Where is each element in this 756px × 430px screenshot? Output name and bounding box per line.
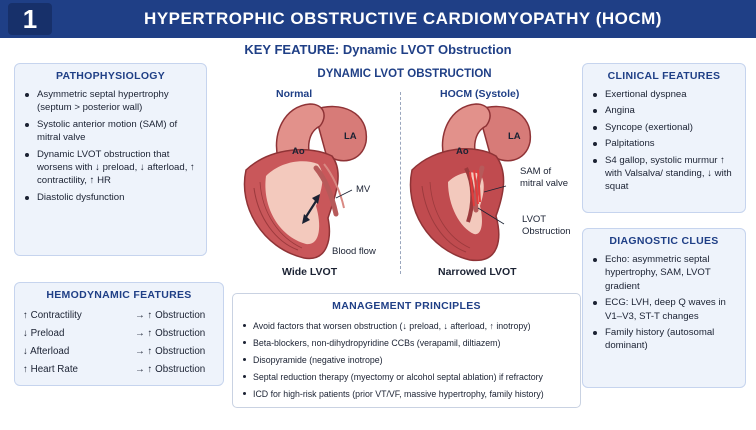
- list-item: Asymmetric septal hypertrophy (septum > …: [25, 88, 198, 115]
- hocm-heart-illustration: [409, 103, 531, 262]
- table-row: ↑ Contractility → ↑ Obstruction: [23, 309, 223, 322]
- normal-label: Normal: [276, 88, 313, 100]
- page-title: HYPERTROPHIC OBSTRUCTIVE CARDIOMYOPATHY …: [144, 9, 662, 28]
- normal-mv-label: MV: [356, 184, 371, 195]
- clinical-panel: CLINICAL FEATURES Exertional dyspnea Ang…: [582, 63, 746, 213]
- list-item: Family history (autosomal dominant): [593, 326, 737, 353]
- hemo-param: ↑ Contractility: [23, 310, 82, 321]
- lvot-diagram: DYNAMIC LVOT OBSTRUCTION Normal HOCM (Sy…: [232, 66, 577, 288]
- hemo-param: ↑ Heart Rate: [23, 364, 78, 375]
- table-row: ↓ Afterload → ↑ Obstruction: [23, 345, 223, 358]
- list-item: Systolic anterior motion (SAM) of mitral…: [25, 118, 198, 145]
- diagnostic-panel: DIAGNOSTIC CLUES Echo: asymmetric septal…: [582, 228, 746, 388]
- pathophysiology-panel: PATHOPHYSIOLOGY Asymmetric septal hypert…: [14, 63, 207, 256]
- lvot-obstruction-label: LVOT Obstruction: [522, 214, 571, 237]
- list-item: S4 gallop, systolic murmur ↑ with Valsal…: [593, 154, 737, 194]
- hemo-result: → ↑ Obstruction: [135, 364, 206, 375]
- hocm-label: HOCM (Systole): [440, 88, 520, 100]
- table-row: ↑ Heart Rate → ↑ Obstruction: [23, 363, 223, 376]
- hemo-param: ↓ Preload: [23, 328, 65, 339]
- hemo-result: → ↑ Obstruction: [135, 310, 206, 321]
- hemo-result: → ↑ Obstruction: [135, 328, 206, 339]
- list-item: Syncope (exertional): [593, 121, 737, 134]
- normal-la-label: LA: [344, 131, 357, 142]
- list-item: ICD for high-risk patients (prior VT/VF,…: [243, 388, 572, 400]
- hocm-caption: Narrowed LVOT: [438, 266, 517, 278]
- list-item: Dynamic LVOT obstruction that worsens wi…: [25, 148, 198, 188]
- clinical-title: CLINICAL FEATURES: [607, 70, 721, 82]
- hemo-result: → ↑ Obstruction: [135, 346, 206, 357]
- hocm-ao-label: Ao: [456, 146, 469, 157]
- diagnostic-title: DIAGNOSTIC CLUES: [609, 235, 719, 247]
- list-item: ECG: LVH, deep Q waves in V1–V3, ST-T ch…: [593, 296, 737, 323]
- hemodynamic-panel: HEMODYNAMIC FEATURES ↑ Contractility → ↑…: [14, 282, 224, 386]
- table-row: ↓ Preload → ↑ Obstruction: [23, 327, 223, 340]
- pathophysiology-title: PATHOPHYSIOLOGY: [55, 70, 166, 82]
- list-item: Echo: asymmetric septal hypertrophy, SAM…: [593, 253, 737, 293]
- normal-ao-label: Ao: [292, 146, 305, 157]
- list-item: Avoid factors that worsen obstruction (↓…: [243, 320, 572, 332]
- list-item: Beta-blockers, non-dihydropyridine CCBs …: [243, 337, 572, 349]
- normal-heart-illustration: [243, 103, 367, 260]
- normal-caption: Wide LVOT: [282, 266, 338, 278]
- management-panel: MANAGEMENT PRINCIPLES Avoid factors that…: [232, 293, 581, 408]
- list-item: Palpitations: [593, 137, 737, 150]
- sam-label: SAM of mitral valve: [520, 166, 569, 189]
- key-feature-banner: KEY FEATURE: Dynamic LVOT Obstruction: [244, 42, 512, 57]
- list-item: Septal reduction therapy (myectomy or al…: [243, 371, 572, 383]
- hemo-param: ↓ Afterload: [23, 346, 70, 357]
- list-item: Angina: [593, 104, 737, 117]
- list-item: Disopyramide (negative inotrope): [243, 354, 572, 366]
- diagram-title: DYNAMIC LVOT OBSTRUCTION: [317, 68, 492, 80]
- hocm-la-label: LA: [508, 131, 521, 142]
- management-title: MANAGEMENT PRINCIPLES: [332, 300, 481, 312]
- divider: [400, 92, 401, 274]
- blood-flow-label: Blood flow: [332, 246, 376, 257]
- list-item: Diastolic dysfunction: [25, 191, 198, 204]
- hemodynamic-title: HEMODYNAMIC FEATURES: [46, 289, 192, 301]
- header-bar: 1 HYPERTROPHIC OBSTRUCTIVE CARDIOMYOPATH…: [0, 0, 756, 38]
- section-number: 1: [8, 3, 52, 35]
- list-item: Exertional dyspnea: [593, 88, 737, 101]
